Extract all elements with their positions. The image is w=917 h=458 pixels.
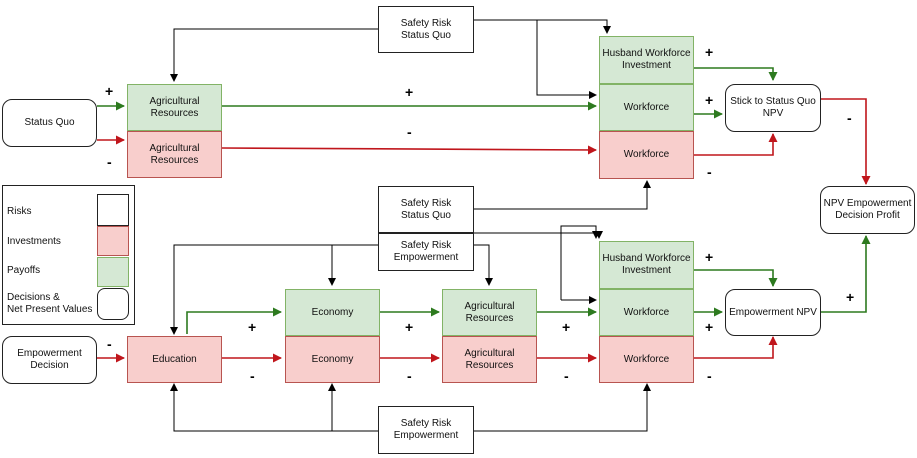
sign-top-green-plus: + — [405, 84, 414, 100]
npv-empowerment-decision-profit: NPV Empowerment Decision Profit — [820, 186, 915, 234]
workforce-red-top: Workforce — [599, 131, 694, 179]
sign-agri-plus: + — [562, 319, 571, 335]
legend-label-risks: Risks — [7, 206, 32, 217]
sign-economy-minus: - — [407, 368, 412, 384]
edge-husband-stick-top — [694, 67, 778, 81]
sign-agri-minus: - — [564, 368, 569, 384]
legend-swatch-investments — [97, 226, 129, 256]
sign-education-plus: + — [248, 319, 257, 335]
sign-husband-top-plus: + — [705, 44, 714, 60]
status-quo-decision: Status Quo — [2, 99, 97, 147]
economy-green: Economy — [285, 289, 380, 336]
workforce-red-bottom: Workforce — [599, 336, 694, 383]
stick-to-status-quo-npv: Stick to Status Quo NPV — [725, 84, 821, 132]
sign-husband-bottom-plus: + — [705, 249, 714, 265]
agricultural-resources-red-top: Agricultural Resources — [127, 131, 222, 178]
edge-workforce-stick-red — [694, 133, 778, 156]
edge-agri-workforce-red-top — [221, 145, 597, 155]
legend-swatch-decisions — [97, 288, 129, 320]
edge-risk-top-loop — [537, 19, 611, 34]
edge-risk-top-agri — [170, 28, 378, 82]
edge-risk-empmid-education — [170, 244, 378, 335]
legend-swatch-payoffs — [97, 257, 129, 287]
sign-workforce-bottom-minus: - — [707, 368, 712, 384]
edge-risk-bottom-workforce — [474, 383, 651, 432]
workforce-green-top: Workforce — [599, 84, 694, 131]
sign-workforce-bottom-plus: + — [705, 319, 714, 335]
edge-empnpv-decision-profit — [821, 235, 871, 313]
sign-status-quo-minus: - — [107, 154, 112, 170]
edge-risk-empmid-agri — [474, 244, 493, 286]
sign-economy-plus: + — [405, 319, 414, 335]
economy-red: Economy — [285, 336, 380, 383]
safety-risk-empowerment-bottom: Safety Risk Empowerment — [378, 406, 474, 454]
husband-workforce-investment-top: Husband Workforce Investment — [599, 36, 694, 84]
edge-loop-husband-bottom — [560, 225, 600, 300]
workforce-green-bottom: Workforce — [599, 289, 694, 336]
edge-husband-empnpv-bottom — [694, 269, 778, 287]
edge-risk-empmid-economy — [328, 244, 378, 286]
sign-workforce-top-minus: - — [707, 164, 712, 180]
edge-risk-bottom-education — [170, 383, 378, 432]
edge-education-economy-green — [186, 307, 282, 334]
agricultural-resources-green-top: Agricultural Resources — [127, 84, 222, 131]
sign-empowerment-decision-minus: - — [107, 336, 112, 352]
agricultural-resources-green-bottom: Agricultural Resources — [442, 289, 537, 336]
edge-risk-mid-workforce — [474, 180, 651, 210]
sign-stick-minus: - — [847, 110, 852, 126]
agricultural-resources-red-bottom: Agricultural Resources — [442, 336, 537, 383]
husband-workforce-investment-bottom: Husband Workforce Investment — [599, 241, 694, 289]
legend-swatch-risks — [97, 194, 129, 226]
edge-risk-mid-husband-bottom — [474, 231, 603, 239]
empowerment-decision: Empowerment Decision — [2, 336, 97, 384]
sign-status-quo-plus: + — [105, 83, 114, 99]
legend: Risks Investments Payoffs Decisions & Ne… — [2, 185, 135, 325]
sign-workforce-top-plus: + — [705, 92, 714, 108]
legend-label-decisions: Decisions & Net Present Values — [7, 292, 93, 315]
education: Education — [127, 336, 222, 383]
edge-risk-top-husband — [474, 19, 597, 99]
legend-label-investments: Investments — [7, 236, 61, 247]
sign-empowerment-npv-plus: + — [846, 289, 855, 305]
empowerment-npv: Empowerment NPV — [725, 289, 821, 336]
edge-stick-decision-profit — [821, 98, 871, 185]
sign-education-minus: - — [250, 368, 255, 384]
safety-risk-status-quo-top: Safety Risk Status Quo — [378, 6, 474, 53]
legend-label-payoffs: Payoffs — [7, 265, 41, 276]
safety-risk-empowerment-mid: Safety Risk Empowerment — [378, 233, 474, 271]
safety-risk-status-quo-mid: Safety Risk Status Quo — [378, 186, 474, 233]
edge-workforce-empnpv-red — [694, 336, 778, 359]
sign-top-red-minus: - — [407, 124, 412, 140]
